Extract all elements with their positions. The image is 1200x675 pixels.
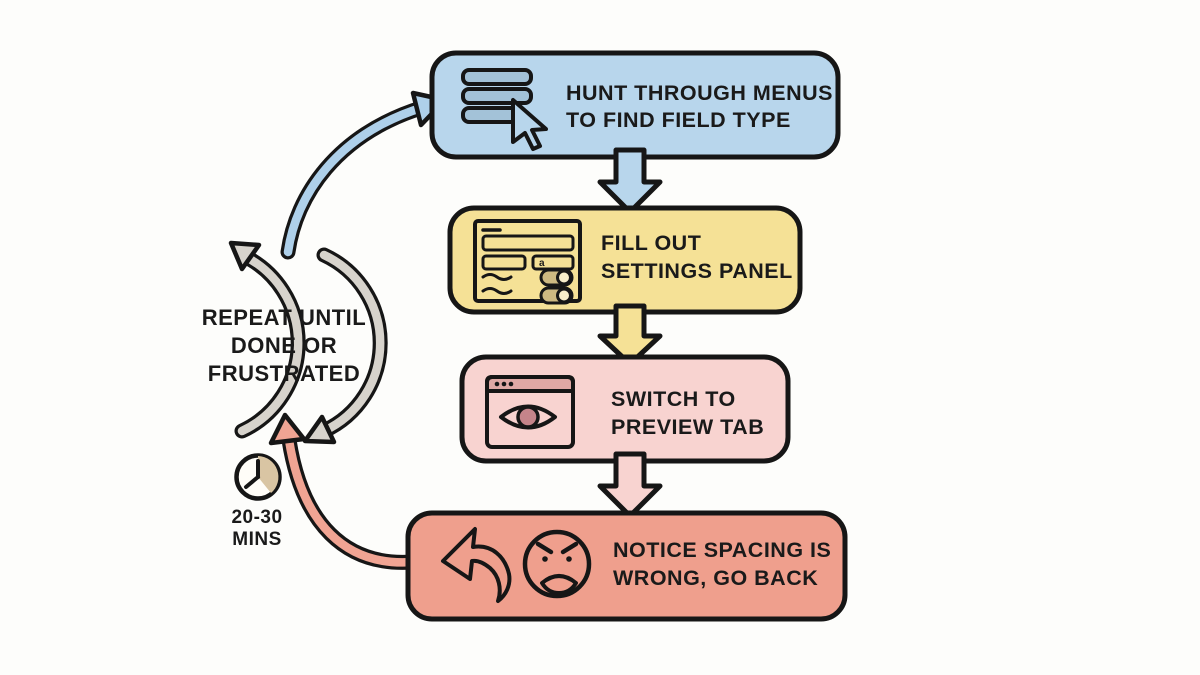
loop-label-line2: DONE OR (231, 333, 337, 358)
toggle-icon (539, 286, 574, 305)
step-hunt-menus: HUNT THROUGH MENUS TO FIND FIELD TYPE (429, 50, 841, 160)
timer: 20-30 MINS (231, 453, 282, 550)
timer-unit: MINS (232, 529, 282, 550)
step-fill-settings: a FILL OUT SETTINGS PANEL (447, 205, 803, 315)
step3-label-line2: PREVIEW TAB (611, 415, 764, 439)
window-dot (494, 381, 500, 387)
step2-label-line1: FILL OUT (601, 231, 701, 255)
loop-cycle: REPEAT UNTIL DONE OR FRUSTRATED (202, 240, 388, 445)
settings-field-text: a (539, 258, 545, 269)
arrow-step2-to-step3 (597, 303, 663, 367)
settings-panel-icon: a (473, 219, 582, 305)
arrow-loop-to-step1 (280, 90, 448, 260)
step-switch-preview: SWITCH TO PREVIEW TAB (459, 354, 791, 464)
step4-label-line2: WRONG, GO BACK (613, 566, 818, 590)
step2-label-line2: SETTINGS PANEL (601, 259, 793, 283)
arrow-step4-to-loop (268, 412, 421, 570)
loop-arrow-right (302, 247, 388, 445)
clock-icon (234, 453, 282, 501)
window-dot (501, 381, 507, 387)
preview-window-icon (485, 375, 575, 449)
back-arrow-icon (441, 527, 512, 603)
step1-label-line2: TO FIND FIELD TYPE (566, 108, 791, 132)
timer-duration: 20-30 (231, 507, 282, 528)
loop-arrow-left (228, 240, 306, 439)
angry-face-icon (522, 529, 592, 599)
toggle-icon (539, 268, 574, 287)
step4-label-line1: NOTICE SPACING IS (613, 538, 831, 562)
eye-icon (499, 404, 557, 430)
loop-label-line3: FRUSTRATED (208, 361, 360, 386)
arrow-step1-to-step2 (597, 147, 663, 215)
loop-label-line1: REPEAT UNTIL (202, 305, 366, 330)
arrow-step3-to-step4 (597, 451, 663, 519)
step-notice-wrong: NOTICE SPACING IS WRONG, GO BACK (405, 510, 848, 622)
cursor-icon (511, 98, 548, 151)
step1-label-line1: HUNT THROUGH MENUS (566, 81, 833, 105)
window-dot (508, 381, 514, 387)
step3-label-line1: SWITCH TO (611, 387, 736, 411)
